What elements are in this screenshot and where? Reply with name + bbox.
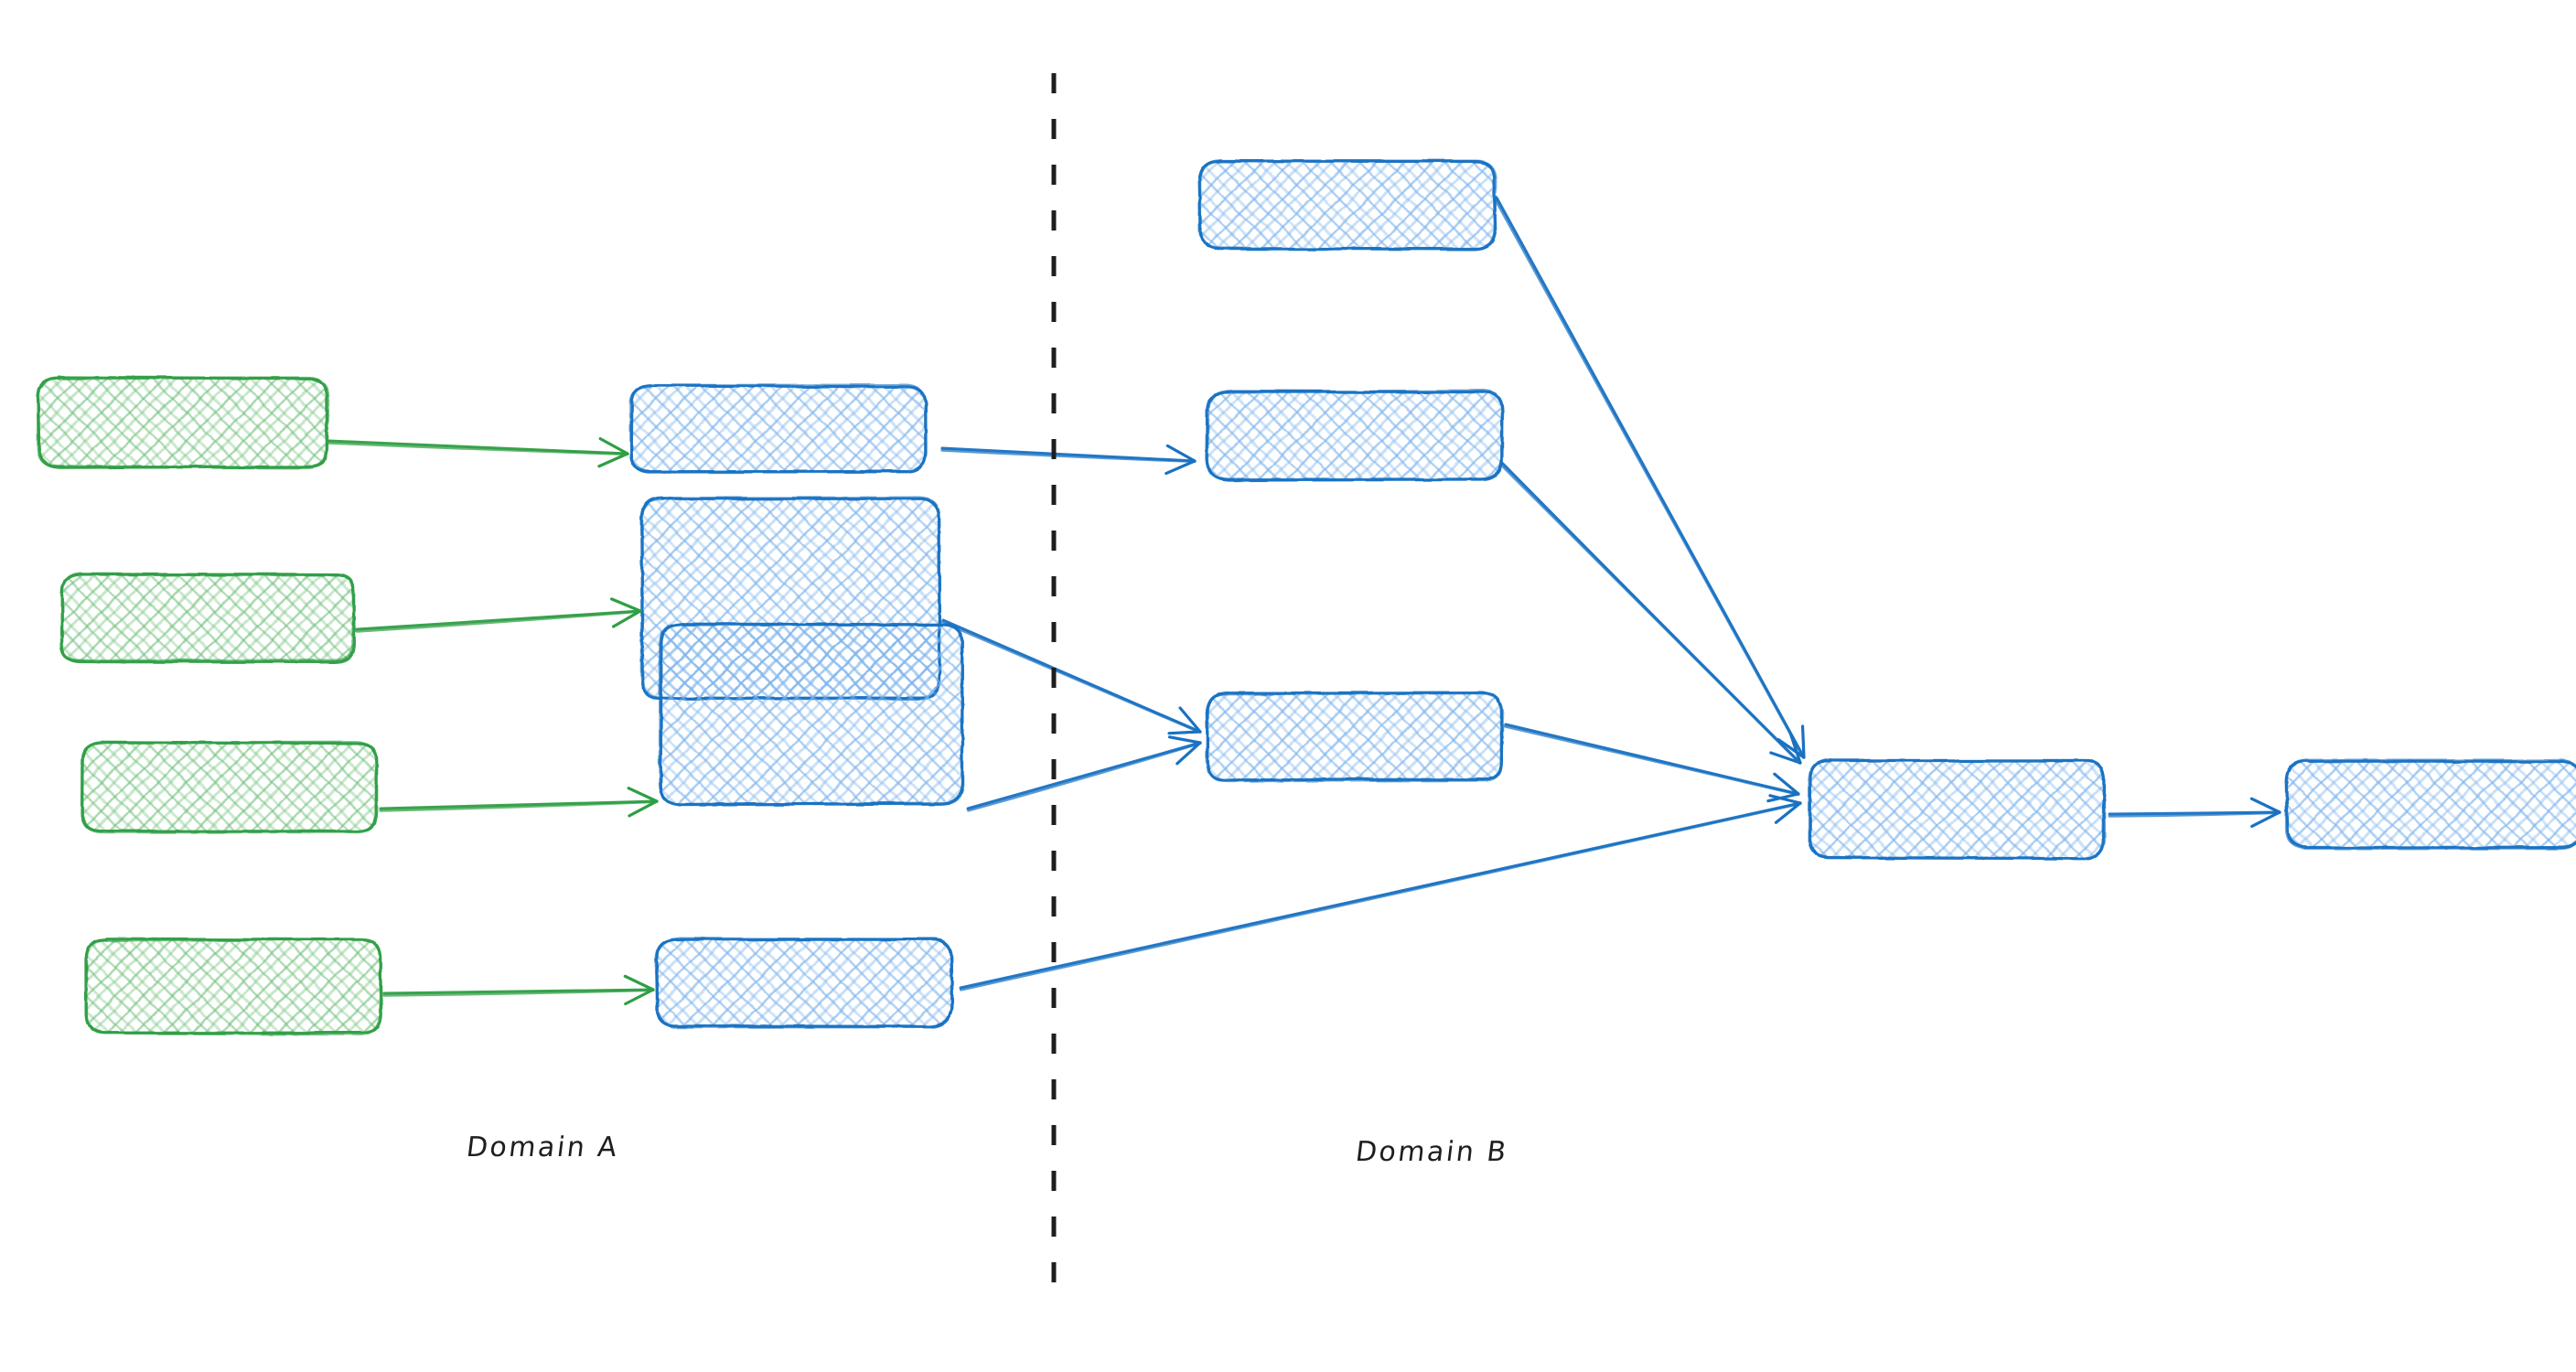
arrowhead bbox=[1803, 726, 1804, 757]
nodes-layer bbox=[38, 161, 2576, 1034]
edge-line bbox=[1495, 198, 1803, 757]
node-fill-cross bbox=[1208, 391, 1502, 479]
edges-layer bbox=[329, 198, 2280, 1004]
edge-e5 bbox=[942, 445, 1195, 473]
edge-e8 bbox=[961, 796, 1800, 990]
node-b-2[interactable] bbox=[1207, 391, 1503, 479]
node-a-src-1[interactable] bbox=[38, 377, 328, 467]
node-fill-cross bbox=[1809, 761, 2104, 858]
node-a-mid-4[interactable] bbox=[656, 938, 952, 1027]
arrowhead bbox=[1170, 737, 1200, 743]
node-b-hub[interactable] bbox=[1809, 760, 2105, 859]
edge-e10 bbox=[1500, 463, 1800, 763]
domain-b-label: Domain B bbox=[1354, 1136, 1510, 1168]
arrowhead bbox=[1169, 732, 1200, 734]
node-a-mid-1[interactable] bbox=[630, 385, 926, 472]
edge-line bbox=[329, 443, 628, 454]
domain-a-label: Domain A bbox=[465, 1131, 621, 1163]
node-fill-cross bbox=[631, 386, 926, 472]
arrowhead bbox=[625, 976, 653, 990]
edge-e12 bbox=[2109, 799, 2280, 826]
node-fill-cross bbox=[38, 378, 327, 467]
node-fill-cross bbox=[2287, 761, 2576, 848]
arrowhead bbox=[2251, 799, 2280, 812]
node-b-1[interactable] bbox=[1199, 161, 1496, 250]
edge-line bbox=[1505, 726, 1798, 794]
arrowhead bbox=[599, 454, 628, 466]
arrowhead bbox=[628, 788, 657, 801]
arrowhead bbox=[612, 599, 640, 611]
edge-line bbox=[357, 612, 640, 632]
edge-e11 bbox=[1505, 724, 1798, 801]
node-b-3[interactable] bbox=[1207, 692, 1503, 780]
edge-e3 bbox=[381, 788, 657, 816]
node-a-src-2[interactable] bbox=[61, 573, 354, 662]
edge-e7 bbox=[968, 737, 1200, 810]
edge-e1 bbox=[329, 439, 628, 466]
node-fill-cross bbox=[1200, 161, 1495, 249]
edge-e9 bbox=[1495, 198, 1804, 757]
node-fill-cross bbox=[1208, 693, 1502, 780]
edge-e6 bbox=[942, 620, 1200, 734]
node-fill-cross bbox=[82, 743, 377, 831]
node-a-src-4[interactable] bbox=[86, 938, 381, 1034]
node-fill-cross bbox=[657, 939, 951, 1026]
edge-e4 bbox=[384, 976, 653, 1003]
edge-line bbox=[942, 622, 1200, 732]
node-fill-cross bbox=[61, 574, 354, 661]
node-a-src-3[interactable] bbox=[82, 742, 377, 831]
edge-e2 bbox=[357, 599, 640, 631]
node-fill-cross bbox=[86, 939, 381, 1034]
edge-line bbox=[942, 450, 1195, 461]
arrowhead bbox=[1166, 461, 1195, 474]
node-a-mid-3[interactable] bbox=[660, 624, 962, 805]
edge-line bbox=[961, 804, 1800, 991]
node-b-out[interactable] bbox=[2286, 760, 2576, 849]
node-fill-cross bbox=[660, 625, 962, 804]
edge-line bbox=[1500, 465, 1799, 764]
edge-line bbox=[969, 744, 1201, 811]
